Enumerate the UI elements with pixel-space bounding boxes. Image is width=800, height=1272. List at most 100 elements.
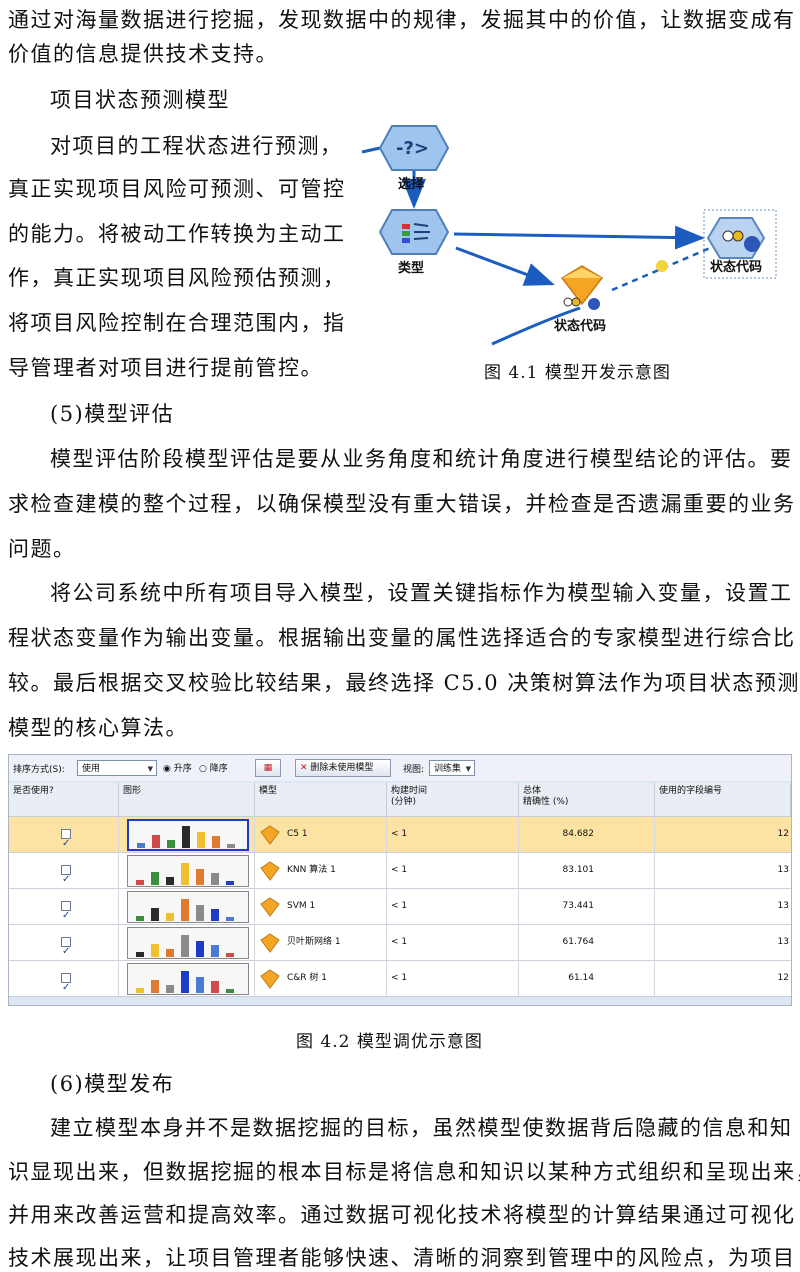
- header-graph[interactable]: 图形: [119, 783, 255, 817]
- use-checkbox[interactable]: [61, 862, 71, 897]
- graph-cell[interactable]: [119, 853, 255, 888]
- use-checkbox[interactable]: [61, 970, 71, 1005]
- type-node-icon: [378, 209, 450, 255]
- accuracy-cell: 73.441: [519, 889, 655, 924]
- model-tuning-figure: 排序方式(S): 使用 ▼ ◉ 升序 ○ 降序 ▦ ✕ 删除未使用模型 视图: …: [8, 754, 792, 1006]
- fields-cell: 13: [777, 937, 789, 947]
- header-model[interactable]: 模型: [255, 783, 387, 817]
- delete-button-label: 删除未使用模型: [310, 763, 374, 773]
- outgoing-link: [491, 306, 581, 346]
- figure-2-caption: 图 4.2 模型调优示意图: [296, 1032, 483, 1052]
- table-row[interactable]: SVM 1< 173.441 13: [9, 889, 791, 933]
- thumbnail-bar: [182, 826, 190, 848]
- thumbnail-bar: [181, 899, 189, 921]
- view-select[interactable]: 训练集 ▼: [429, 760, 475, 776]
- paragraph-line: 对项目的工程状态进行预测，: [50, 134, 343, 158]
- thumbnail-bar: [136, 916, 144, 921]
- use-cell[interactable]: [9, 925, 119, 969]
- build-time-cell: < 1: [387, 961, 519, 996]
- svg-text:-?>: -?>: [396, 138, 429, 159]
- graph-cell[interactable]: [119, 889, 255, 924]
- accuracy-cell: 61.764: [519, 925, 655, 960]
- graph-cell[interactable]: [119, 817, 255, 852]
- graph-thumbnail[interactable]: [127, 927, 249, 959]
- use-checkbox[interactable]: [61, 826, 71, 861]
- model-cell[interactable]: C5 1: [255, 817, 387, 852]
- chevron-down-icon: ▼: [147, 765, 153, 773]
- header-use[interactable]: 是否使用?: [9, 783, 119, 817]
- graph-cell[interactable]: [119, 925, 255, 960]
- sort-label: 排序方式(S):: [13, 765, 65, 775]
- paragraph-line: 建立模型本身并不是数据挖掘的目标，虽然模型使数据背后隐藏的信息和知: [50, 1116, 793, 1140]
- build-time-cell: < 1: [387, 817, 519, 852]
- thumbnail-bar: [136, 988, 144, 993]
- sort-select[interactable]: 使用 ▼: [77, 760, 157, 776]
- use-cell[interactable]: [9, 853, 119, 897]
- thumbnail-bar: [166, 913, 174, 921]
- header-build-time[interactable]: 构建时间 (分钟): [387, 783, 519, 817]
- fields-cell: 13: [777, 901, 789, 911]
- model-cell[interactable]: 贝叶斯网络 1: [255, 925, 387, 960]
- nugget-node-icon: [560, 265, 604, 310]
- model-nugget-icon: [260, 897, 280, 917]
- paragraph-line: 求检查建模的整个过程，以确保模型没有重大错误，并检查是否遗漏重要的业务: [8, 492, 796, 516]
- model-development-figure: -?> 选择 类型 状态代码 状态代码: [350, 118, 800, 350]
- model-cell[interactable]: SVM 1: [255, 889, 387, 924]
- graph-thumbnail[interactable]: [127, 855, 249, 887]
- graph-thumbnail[interactable]: [127, 963, 249, 995]
- fields-cell: 12: [777, 973, 789, 983]
- model-cell[interactable]: C&R 树 1: [255, 961, 387, 996]
- thumbnail-bar: [151, 908, 159, 921]
- paragraph-line: 并用来改善运营和提高效率。通过数据可视化技术将模型的计算结果通过可视化: [8, 1203, 796, 1227]
- grid-icon: ▦: [263, 763, 273, 773]
- thumbnail-bar: [226, 917, 234, 921]
- thumbnail-bar: [136, 880, 144, 885]
- paragraph-line: 将项目风险控制在合理范围内，指: [8, 311, 346, 335]
- view-select-value: 训练集: [434, 764, 462, 774]
- paragraph-line: 通过对海量数据进行挖掘，发现数据中的规律，发掘其中的价值，让数据变成有: [8, 8, 796, 32]
- header-accuracy[interactable]: 总体 精确性 (%): [519, 783, 655, 817]
- accuracy-cell: 84.682: [519, 817, 655, 852]
- paragraph-line: 技术展现出来，让项目管理者能够快速、清晰的洞察到管理中的风险点，为项目: [8, 1246, 796, 1270]
- column-chooser-button[interactable]: ▦: [255, 759, 281, 777]
- build-time-cell: < 1: [387, 889, 519, 924]
- use-cell[interactable]: [9, 961, 119, 1005]
- sun-icon: [656, 260, 668, 272]
- paragraph-line: 作，真正实现项目风险预估预测，: [8, 266, 346, 290]
- thumbnail-bar: [166, 877, 174, 885]
- graph-cell[interactable]: [119, 961, 255, 996]
- type-to-model-link: [453, 225, 705, 250]
- paragraph-line: 价值的信息提供技术支持。: [8, 42, 278, 66]
- use-checkbox[interactable]: [61, 898, 71, 933]
- thumbnail-bar: [196, 869, 204, 885]
- model-cell[interactable]: KNN 算法 1: [255, 853, 387, 888]
- paragraph-line: 导管理者对项目进行提前管控。: [8, 356, 323, 380]
- select-node-icon: -?>: [378, 125, 450, 171]
- select-node-label: 选择: [398, 176, 425, 192]
- fields-cell: 12: [777, 829, 789, 839]
- model-name: C5 1: [287, 829, 308, 839]
- thumbnail-bar: [181, 971, 189, 993]
- graph-thumbnail[interactable]: [127, 891, 249, 923]
- fields-cell: 13: [777, 865, 789, 875]
- thumbnail-bar: [226, 881, 234, 885]
- model-nugget-icon: [260, 933, 280, 953]
- paragraph-line: 程状态变量作为输出变量。根据输出变量的属性选择适合的专家模型进行综合比: [8, 626, 796, 650]
- thumbnail-bar: [166, 949, 174, 957]
- descending-radio[interactable]: ○ 降序: [199, 764, 228, 774]
- ascending-radio[interactable]: ◉ 升序: [163, 764, 192, 774]
- use-cell[interactable]: [9, 817, 119, 861]
- table-row[interactable]: C5 1 < 184.682 12: [9, 817, 791, 861]
- paragraph-line: 真正实现项目风险可预测、可管控: [8, 177, 346, 201]
- delete-unused-models-button[interactable]: ✕ 删除未使用模型: [295, 759, 391, 777]
- accuracy-cell: 83.101: [519, 853, 655, 888]
- paragraph-line: 问题。: [8, 537, 76, 561]
- header-fields[interactable]: 使用的字段编号: [655, 783, 791, 817]
- graph-thumbnail[interactable]: [127, 819, 249, 851]
- use-cell[interactable]: [9, 889, 119, 933]
- use-checkbox[interactable]: [61, 934, 71, 969]
- type-to-nugget-link: [455, 246, 555, 286]
